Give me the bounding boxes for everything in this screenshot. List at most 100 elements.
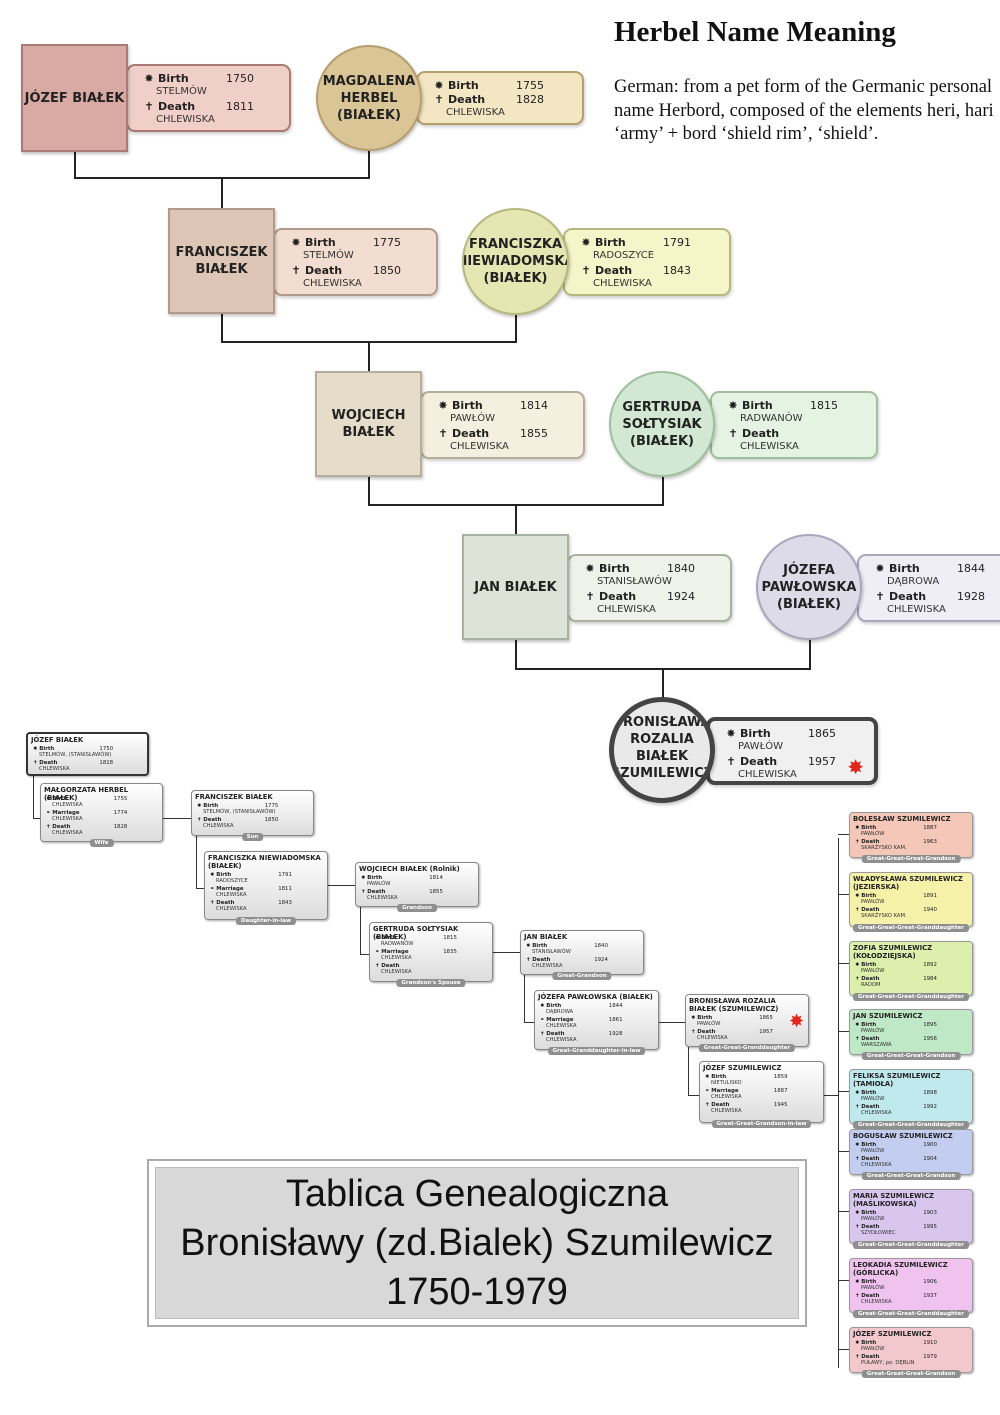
cross-icon: ✝	[434, 93, 444, 106]
death-label: ✝Death	[583, 590, 636, 603]
compact-birth-label: Birth	[861, 1210, 877, 1216]
birth-place: DĄBROWA	[887, 576, 940, 587]
compact-birth-year: 1840	[594, 943, 608, 949]
death-label: ✝Death	[724, 755, 777, 768]
compact-marriage-place: CHLEWISKA	[546, 1023, 577, 1029]
death-label-text: Death	[595, 264, 633, 277]
compact-death-label: Death	[711, 1102, 730, 1108]
compact-marriage-label: Marriage	[711, 1088, 739, 1094]
compact-death-label: Death	[381, 963, 400, 969]
compact-death-label: Death	[39, 760, 58, 766]
birth-year: 1844	[957, 562, 985, 575]
compact-marriage-label: Marriage	[52, 810, 80, 816]
birth-asterisk-icon: ✸	[438, 399, 448, 412]
death-year: 1828	[516, 93, 544, 106]
compact-cross-icon: ✝	[705, 1102, 712, 1108]
compact-death-year: 1904	[923, 1156, 937, 1162]
birth-year: 1814	[520, 399, 548, 412]
compact-death-label: Death	[861, 1293, 880, 1299]
compact-cross-icon: ✝	[855, 1104, 862, 1110]
compact-death-label: Death	[861, 1156, 880, 1162]
compact-death-place: CHLEWISKA	[216, 906, 247, 912]
compact-death-place: CHLEWISKA	[861, 1110, 892, 1116]
person-name: JÓZEF BIAŁEK	[24, 90, 125, 106]
compact-cross-icon: ✝	[855, 1224, 862, 1230]
compact-death-label: Death	[861, 1104, 880, 1110]
compact-cross-icon: ✝	[855, 839, 862, 845]
relationship-tag: Grandson's Spouse	[396, 979, 466, 987]
child-connector-line	[838, 894, 849, 895]
compact-marriage-year: 1835	[443, 949, 457, 955]
compact-birth-row: ✸ Birth	[855, 1142, 876, 1148]
compact-cross-icon: ✝	[361, 889, 368, 895]
birth-label-text: Birth	[452, 399, 483, 412]
compact-birth-row: ✸ Birth	[855, 1340, 876, 1346]
compact-death-label: Death	[546, 1031, 565, 1037]
compact-rings-icon: ⚭	[705, 1088, 712, 1094]
compact-death-row: ✝ Death	[361, 889, 385, 895]
compact-death-row: ✝ Death	[210, 900, 234, 906]
compact-birth-label: Birth	[711, 1074, 727, 1080]
birth-place: STELMÓW	[303, 250, 354, 261]
compact-death-place: CHLEWISKA	[532, 963, 563, 969]
death-year: 1855	[520, 427, 548, 440]
tree-connector-line	[368, 341, 370, 373]
compact-death-row: ✝ Death	[33, 760, 57, 766]
birth-place: RADWANÓW	[740, 413, 803, 424]
cross-icon: ✝	[438, 427, 448, 440]
compact-birth-place: PAWŁÓW	[861, 831, 885, 837]
cross-icon: ✝	[726, 755, 736, 768]
compact-birth-label: Birth	[697, 1015, 713, 1021]
compact-asterisk-icon: ✸	[46, 796, 53, 802]
compact-marriage-row: ⚭ Marriage	[705, 1088, 739, 1094]
compact-birth-label: Birth	[39, 746, 55, 752]
compact-birth-place: PAWŁÓW	[861, 1148, 885, 1154]
birth-place: STANISŁAWÓW	[597, 576, 672, 587]
compact-rings-icon: ⚭	[540, 1017, 547, 1023]
child-connector-line	[838, 1031, 849, 1032]
death-label: ✝Death	[142, 100, 195, 113]
death-label-text: Death	[889, 590, 927, 603]
relationship-tag: Great-Great-Granddaughter	[698, 1044, 796, 1052]
tree-connector-line	[221, 314, 223, 342]
compact-death-year: 1995	[923, 1224, 937, 1230]
cross-icon: ✝	[581, 264, 591, 277]
compact-death-year: 1963	[923, 839, 937, 845]
compact-connector-line	[838, 838, 839, 1368]
compact-marriage-year: 1774	[113, 810, 128, 816]
compact-death-year: 1957	[759, 1029, 773, 1035]
birth-asterisk-icon: ✸	[291, 236, 301, 249]
compact-death-row: ✝ Death	[705, 1102, 729, 1108]
compact-cross-icon: ✝	[46, 824, 53, 830]
compact-asterisk-icon: ✸	[855, 1142, 862, 1148]
compact-cross-icon: ✝	[855, 1156, 862, 1162]
compact-asterisk-icon: ✸	[210, 872, 217, 878]
birth-place: STELMÓW	[156, 86, 207, 97]
compact-person-name: JÓZEFA PAWŁOWSKA (BIAŁEK)	[538, 993, 653, 1001]
compact-cross-icon: ✝	[855, 1293, 862, 1299]
compact-asterisk-icon: ✸	[855, 1210, 862, 1216]
cross-icon: ✝	[728, 427, 738, 440]
compact-rings-icon: ⚭	[46, 810, 53, 816]
compact-cross-icon: ✝	[210, 900, 217, 906]
person-name: MAGDALENA HERBEL (BIAŁEK)	[322, 73, 416, 123]
compact-birth-label: Birth	[546, 1003, 562, 1009]
person-name: FRANCISZEK BIAŁEK	[175, 245, 268, 277]
compact-birth-label: Birth	[861, 893, 877, 899]
birth-label-text: Birth	[595, 236, 626, 249]
death-label-text: Death	[599, 590, 637, 603]
compact-death-place: RADOM	[861, 982, 881, 988]
compact-connector-line	[824, 1095, 838, 1096]
birth-year: 1755	[516, 79, 544, 92]
compact-death-label: Death	[697, 1029, 716, 1035]
tree-connector-line	[74, 152, 76, 178]
compact-birth-row: ✸ Birth	[375, 935, 396, 941]
relationship-tag: Great-Great-Great-Grandson	[861, 1172, 961, 1180]
compact-death-label: Death	[532, 957, 551, 963]
compact-death-label: Death	[861, 1036, 880, 1042]
compact-birth-year: 1887	[923, 825, 937, 831]
birth-asterisk-icon: ✸	[581, 236, 591, 249]
